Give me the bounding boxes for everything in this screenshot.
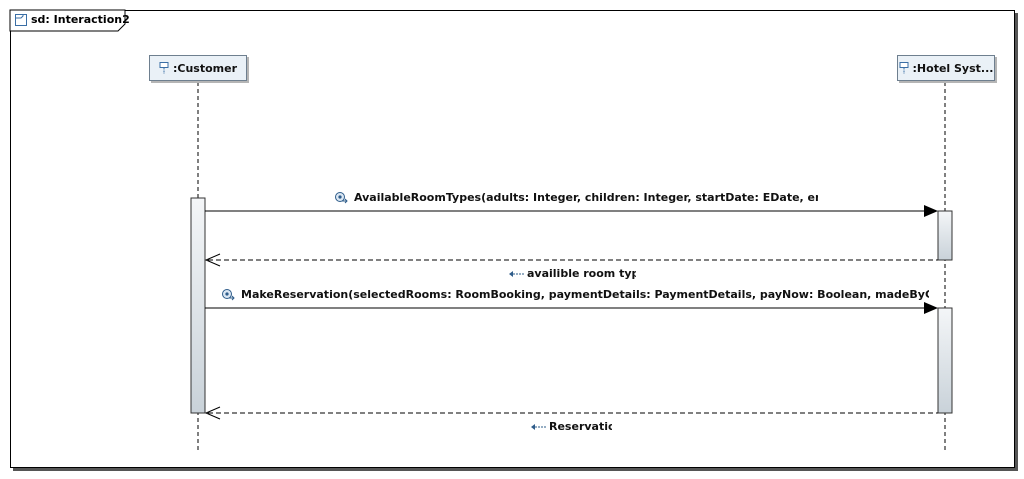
lifeline-label: :Customer (172, 61, 237, 75)
customer-activation[interactable] (190, 197, 206, 414)
arrowhead-open (204, 406, 221, 420)
interaction-icon (15, 14, 27, 26)
lifeline-icon (159, 62, 169, 74)
lifeline-head-customer[interactable]: :Customer (149, 55, 247, 81)
message-text: Reservation (549, 420, 612, 433)
reply-label-reservation[interactable]: Reservation (531, 420, 612, 433)
message-text: MakeReservation(selectedRooms: RoomBooki… (241, 288, 929, 301)
arrowhead-open (204, 253, 221, 267)
arrowhead-filled (924, 302, 938, 314)
message-text: AvailableRoomTypes(adults: Integer, chil… (354, 191, 818, 204)
operation-icon (334, 191, 348, 204)
message-label-make-reservation[interactable]: MakeReservation(selectedRooms: RoomBooki… (221, 288, 929, 301)
hotel-activation-2[interactable] (937, 307, 953, 414)
message-text: availible room types (527, 267, 636, 280)
reply-icon (509, 270, 525, 278)
hotel-activation-1[interactable] (937, 210, 953, 261)
lifeline-icon (899, 62, 909, 74)
message-label-available-room-types[interactable]: AvailableRoomTypes(adults: Integer, chil… (334, 191, 818, 204)
interaction-frame (10, 10, 1015, 468)
frame-tab-shape (9, 9, 126, 32)
operation-icon (221, 288, 235, 301)
reply-icon (531, 423, 547, 431)
reply-label-room-types[interactable]: availible room types (509, 267, 636, 280)
lifeline-label: :Hotel Syst... (912, 61, 994, 75)
frame-title: sd: Interaction2 (31, 13, 130, 26)
arrowhead-filled (924, 205, 938, 217)
lifeline-head-hotel-system[interactable]: :Hotel Syst... (897, 55, 995, 81)
